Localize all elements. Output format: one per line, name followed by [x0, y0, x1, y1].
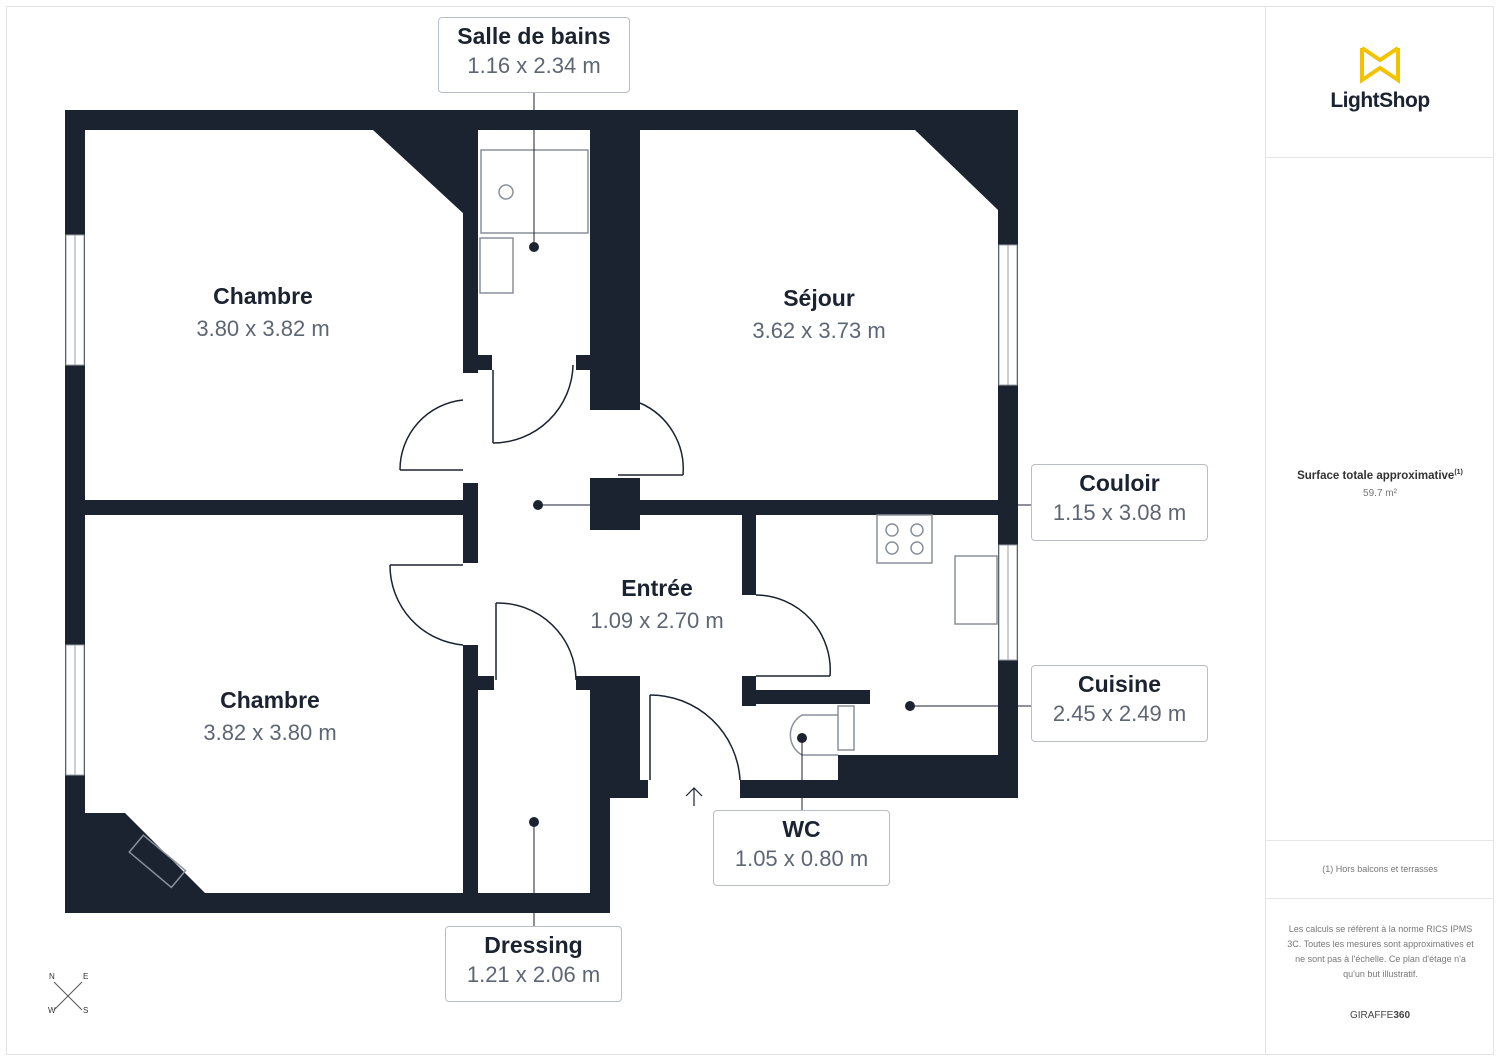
toilet-bowl: [789, 714, 838, 756]
disclaimer: Les calculs se réfèrent à la norme RICS …: [1287, 924, 1474, 979]
room-dims: 1.09 x 2.70 m: [590, 608, 724, 633]
info-sidebar: LightShop Surface totale approximative(1…: [1265, 6, 1494, 1055]
room-name: Séjour: [783, 285, 855, 311]
compass-rose-icon: [53, 981, 83, 1011]
window-lines: [74, 235, 1009, 775]
sidebar-divider: [1266, 898, 1494, 899]
room-name: Chambre: [220, 687, 320, 713]
room-name: Entrée: [621, 575, 693, 601]
room-dims: 1.16 x 2.34 m: [467, 53, 601, 78]
footnote: (1) Hors balcons et terrasses: [1322, 864, 1438, 874]
compass-s: S: [83, 1006, 89, 1015]
room-name: Cuisine: [1077, 671, 1162, 697]
room-dims: 2.45 x 2.49 m: [1052, 701, 1187, 726]
compass-n: N: [49, 972, 55, 981]
entry-arrow: [685, 787, 703, 806]
brand-logo: LightShop: [1266, 44, 1494, 113]
toilet-cistern: [837, 705, 855, 751]
surface-value: 59.7 m²: [1363, 487, 1397, 499]
cooktop: [876, 514, 933, 564]
compass-w: W: [48, 1006, 56, 1015]
room-name: Dressing: [484, 932, 583, 958]
interior-walls: [85, 130, 998, 893]
radiator: [128, 834, 187, 889]
label-wc: WC 1.05 x 0.80 m: [713, 810, 890, 886]
sidebar-divider: [1266, 840, 1494, 841]
floor-plan: [65, 92, 1031, 928]
room-entree: Entrée 1.09 x 2.70 m: [537, 575, 777, 634]
doors: [389, 364, 831, 781]
compass: N E W S: [40, 968, 100, 1020]
kitchen-sink: [954, 555, 998, 625]
bathroom-sink: [479, 237, 514, 294]
label-couloir: Couloir 1.15 x 3.08 m: [1031, 464, 1208, 541]
credit-b: 360: [1393, 1010, 1411, 1021]
brand-name: LightShop: [1330, 89, 1430, 112]
surface-title: Surface totale approximative: [1297, 469, 1455, 482]
fixtures: [128, 149, 998, 889]
room-sejour: Séjour 3.62 x 3.73 m: [699, 285, 939, 344]
page-frame: [6, 6, 1494, 1055]
label-cuisine: Cuisine 2.45 x 2.49 m: [1031, 665, 1208, 742]
room-name: Couloir: [1079, 470, 1160, 496]
room-dims: 3.80 x 3.82 m: [196, 316, 330, 341]
sidebar-divider: [1266, 157, 1494, 158]
room-dims: 1.21 x 2.06 m: [466, 962, 601, 987]
leader-lines: [533, 92, 1031, 928]
credit: GIRAFFE360: [1266, 1010, 1494, 1021]
room-chambre-1: Chambre 3.80 x 3.82 m: [143, 283, 383, 342]
total-surface: Surface totale approximative(1) 59.7 m²: [1266, 469, 1494, 499]
room-name: Chambre: [213, 283, 313, 309]
label-dressing: Dressing 1.21 x 2.06 m: [445, 926, 622, 1002]
surface-footnote-ref: (1): [1454, 469, 1463, 476]
room-dims: 3.82 x 3.80 m: [203, 720, 337, 745]
credit-a: GIRAFFE: [1349, 1010, 1394, 1021]
room-name: Salle de bains: [457, 23, 611, 49]
shower-drain: [498, 184, 514, 200]
anchor-dots: [529, 242, 915, 827]
room-chambre-2: Chambre 3.82 x 3.80 m: [150, 687, 390, 746]
crown-logo-icon: [1360, 46, 1400, 84]
room-dims: 3.62 x 3.73 m: [752, 318, 886, 343]
room-dims: 1.15 x 3.08 m: [1052, 500, 1187, 525]
room-dims: 1.05 x 0.80 m: [734, 846, 869, 871]
label-salle-de-bains: Salle de bains 1.16 x 2.34 m: [438, 17, 630, 93]
room-name: WC: [782, 816, 821, 842]
compass-e: E: [83, 972, 89, 981]
